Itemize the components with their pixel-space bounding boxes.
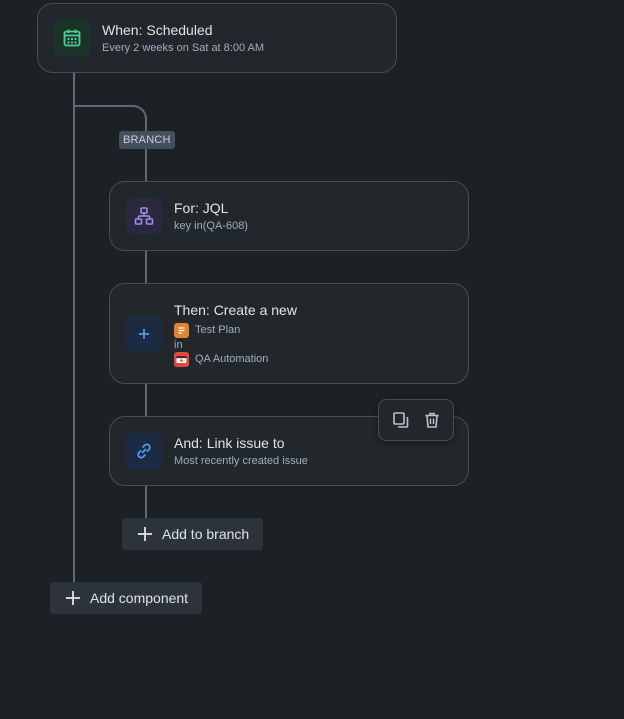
plus-icon xyxy=(138,527,152,541)
add-to-branch-button[interactable]: Add to branch xyxy=(122,518,264,550)
plus-icon xyxy=(126,315,162,352)
link-issue-title: And: Link issue to xyxy=(174,434,285,451)
branch-connector-line-4 xyxy=(145,485,147,519)
branch-connector-line-2 xyxy=(145,250,147,284)
duplicate-button[interactable] xyxy=(387,406,415,434)
create-issue-card[interactable]: Then: Create a new Test Plan in xyxy=(109,283,469,384)
for-jql-title: For: JQL xyxy=(174,199,229,216)
copy-icon xyxy=(392,412,408,428)
link-icon xyxy=(126,433,162,469)
branch-connector-line-1 xyxy=(145,149,147,182)
branch-label: BRANCH xyxy=(119,131,175,149)
for-jql-card[interactable]: For: JQL key in(QA-608) xyxy=(109,181,469,251)
branch-connector-curve xyxy=(74,105,147,131)
trigger-subtitle: Every 2 weeks on Sat at 8:00 AM xyxy=(102,41,265,54)
in-connector-text: in xyxy=(174,338,183,351)
link-issue-card[interactable]: And: Link issue to Most recently created… xyxy=(109,416,469,486)
calendar-icon xyxy=(54,20,90,56)
add-to-branch-label: Add to branch xyxy=(162,526,250,542)
add-component-label: Add component xyxy=(90,590,189,606)
add-component-button[interactable]: Add component xyxy=(50,582,203,614)
plus-icon xyxy=(66,591,80,605)
trash-icon xyxy=(425,412,438,428)
create-issue-title: Then: Create a new xyxy=(174,301,297,318)
trigger-card[interactable]: When: Scheduled Every 2 weeks on Sat at … xyxy=(37,3,397,73)
test-plan-icon xyxy=(174,322,189,338)
branch-connector-line-3 xyxy=(145,383,147,417)
project-icon xyxy=(174,351,189,367)
hierarchy-icon xyxy=(126,198,162,234)
main-connector-line xyxy=(73,72,75,584)
card-actions-toolbar xyxy=(378,399,454,441)
project-label: QA Automation xyxy=(195,353,269,365)
for-jql-subtitle: key in(QA-608) xyxy=(174,219,248,232)
delete-button[interactable] xyxy=(418,406,446,434)
link-issue-subtitle: Most recently created issue xyxy=(174,454,308,467)
trigger-title: When: Scheduled xyxy=(102,21,213,38)
issue-type-label: Test Plan xyxy=(195,324,241,336)
